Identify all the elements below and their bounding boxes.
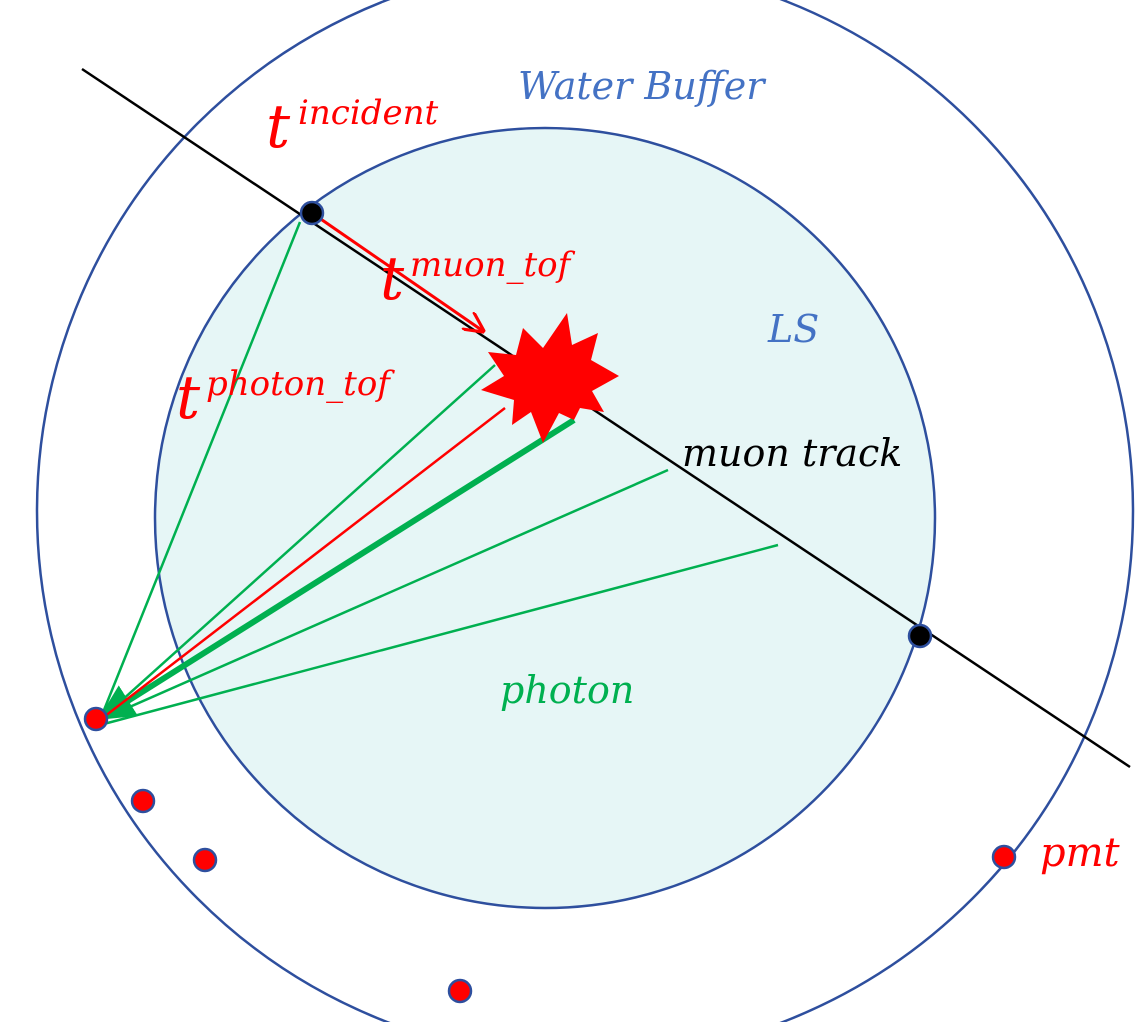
pmt-label: pmt [1040,830,1121,876]
photon-ray [98,221,302,721]
t-photon-tof-base: t [176,363,201,433]
photon-ray-thick [97,417,576,720]
muon-track-line [81,67,1131,769]
t-muon-tof-superscript: muon_tof [410,245,576,285]
pmt-legend-dot [991,844,1017,870]
photon-tof-line [99,407,506,721]
muon-exit-point [907,623,933,649]
pmt-dot [83,706,109,732]
t-incident-superscript: incident [298,93,438,133]
photon-label: photon [500,668,634,712]
interaction-burst [481,313,619,443]
t-muon-tof-base: t [380,244,405,314]
photon-ray [99,543,779,727]
water-buffer-label: Water Buffer [518,64,767,108]
muon-entry-point [299,200,325,226]
photon-ray [99,364,496,721]
pmt-dot [192,847,218,873]
muon-track-label: muon track [682,431,902,475]
pmt-dot [447,978,473,1004]
photon-rays [97,221,779,727]
muon-tof-segment [311,211,483,331]
t-incident-base: t [266,92,291,162]
photon-ray [99,468,669,722]
ls-sphere [153,126,937,910]
t-photon-tof-superscript: photon_tof [206,364,395,404]
ls-label: LS [767,307,819,351]
pmt-dot [130,788,156,814]
